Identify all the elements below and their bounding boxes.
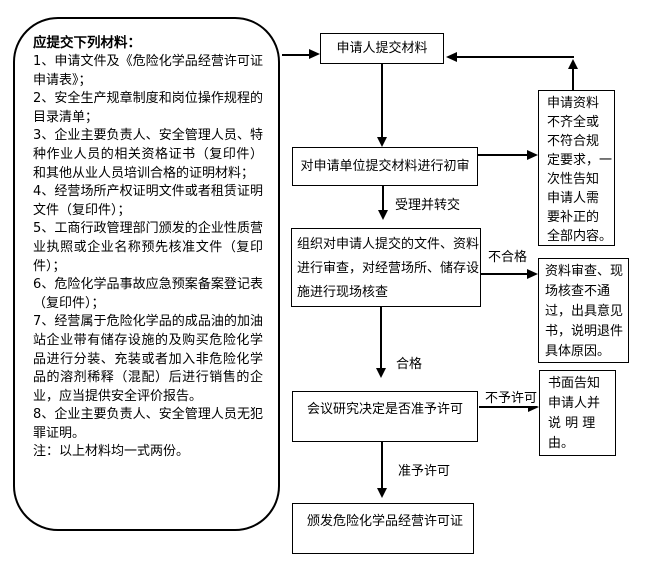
connector-panel-to-submit	[282, 54, 310, 56]
label-deny: 不予许可	[485, 387, 538, 406]
material-item: 1、申请文件及《危险化学品经营许可证申请表》；	[33, 54, 263, 88]
label-unqualified: 不合格	[488, 246, 528, 265]
material-item: 3、企业主要负责人、安全管理人员、特种作业人员的相关资格证书（复印件）和其他从业…	[33, 128, 263, 181]
material-item: 7、经营属于危险化学品的成品油的加油站企业带有储存设施的及购买危险化学品进行分装…	[33, 314, 263, 404]
notice-review-failed: 资料审查、现 场核查不通 过，出具意见 书，说明退件 具体原因。	[538, 258, 629, 363]
notice-incomplete-materials: 申请资料 不齐全或 不符合规 定要求，一 次性告知 申请人需 要补正的 全部内容…	[538, 90, 615, 246]
arrowhead-down-icon	[376, 368, 386, 378]
material-item: 8、企业主要负责人、安全管理人员无犯罪证明。	[33, 407, 263, 441]
step-submit-materials: 申请人提交材料	[320, 33, 444, 64]
connector-submit-to-initial	[381, 64, 383, 137]
label-qualified: 合格	[396, 353, 423, 372]
step-issue-license: 颁发危险化学品经营许可证	[292, 503, 474, 554]
connector-decision-to-issue	[381, 442, 383, 488]
arrowhead-down-icon	[377, 488, 387, 498]
label-accept-transfer: 受理并转交	[395, 194, 461, 213]
material-item: 6、危险化学品事故应急预案备案登记表（复印件）；	[33, 277, 263, 311]
connector-initial-to-organize	[382, 186, 384, 210]
arrowhead-left-icon	[446, 52, 457, 62]
notice-deny-written: 书面告知 申请人并 说 明 理 由。	[539, 370, 616, 456]
label-grant: 准予许可	[398, 460, 451, 479]
material-item: 5、工商行政管理部门颁发的企业性质营业执照或企业名称预先核准文件（复印件）；	[33, 221, 263, 274]
step-organize-review: 组织对申请人提交的文件、资料 进行审查，对经营场所、储存设 施进行现场核查	[291, 228, 481, 307]
required-materials-panel: 应提交下列材料： 1、申请文件及《危险化学品经营许可证申请表》； 2、安全生产规…	[13, 17, 280, 531]
connector-initial-to-incomplete	[478, 154, 528, 156]
material-item: 4、经营场所产权证明文件或者租赁证明文件（复印件）；	[33, 184, 263, 218]
arrowhead-down-icon	[378, 210, 388, 220]
materials-title: 应提交下列材料：	[33, 35, 141, 51]
connector-organize-to-decision	[380, 307, 382, 368]
step-decision: 会议研究决定是否准予许可	[292, 391, 478, 442]
connector-return-horizontal	[457, 56, 574, 58]
arrowhead-right-icon	[309, 49, 320, 59]
arrowhead-up-icon	[568, 59, 578, 69]
arrowhead-down-icon	[377, 137, 387, 147]
arrowhead-right-icon	[527, 150, 538, 160]
arrowhead-right-icon	[527, 269, 538, 279]
connector-organize-to-fail	[481, 273, 528, 275]
materials-note: 注：以上材料均一式两份。	[33, 444, 190, 460]
arrowhead-right-icon	[528, 402, 539, 412]
connector-decision-to-deny	[479, 406, 529, 408]
connector-return-vertical	[572, 69, 574, 90]
material-item: 2、安全生产规章制度和岗位操作规程的目录清单；	[33, 91, 263, 125]
step-initial-review: 对申请单位提交材料进行初审	[292, 147, 478, 186]
